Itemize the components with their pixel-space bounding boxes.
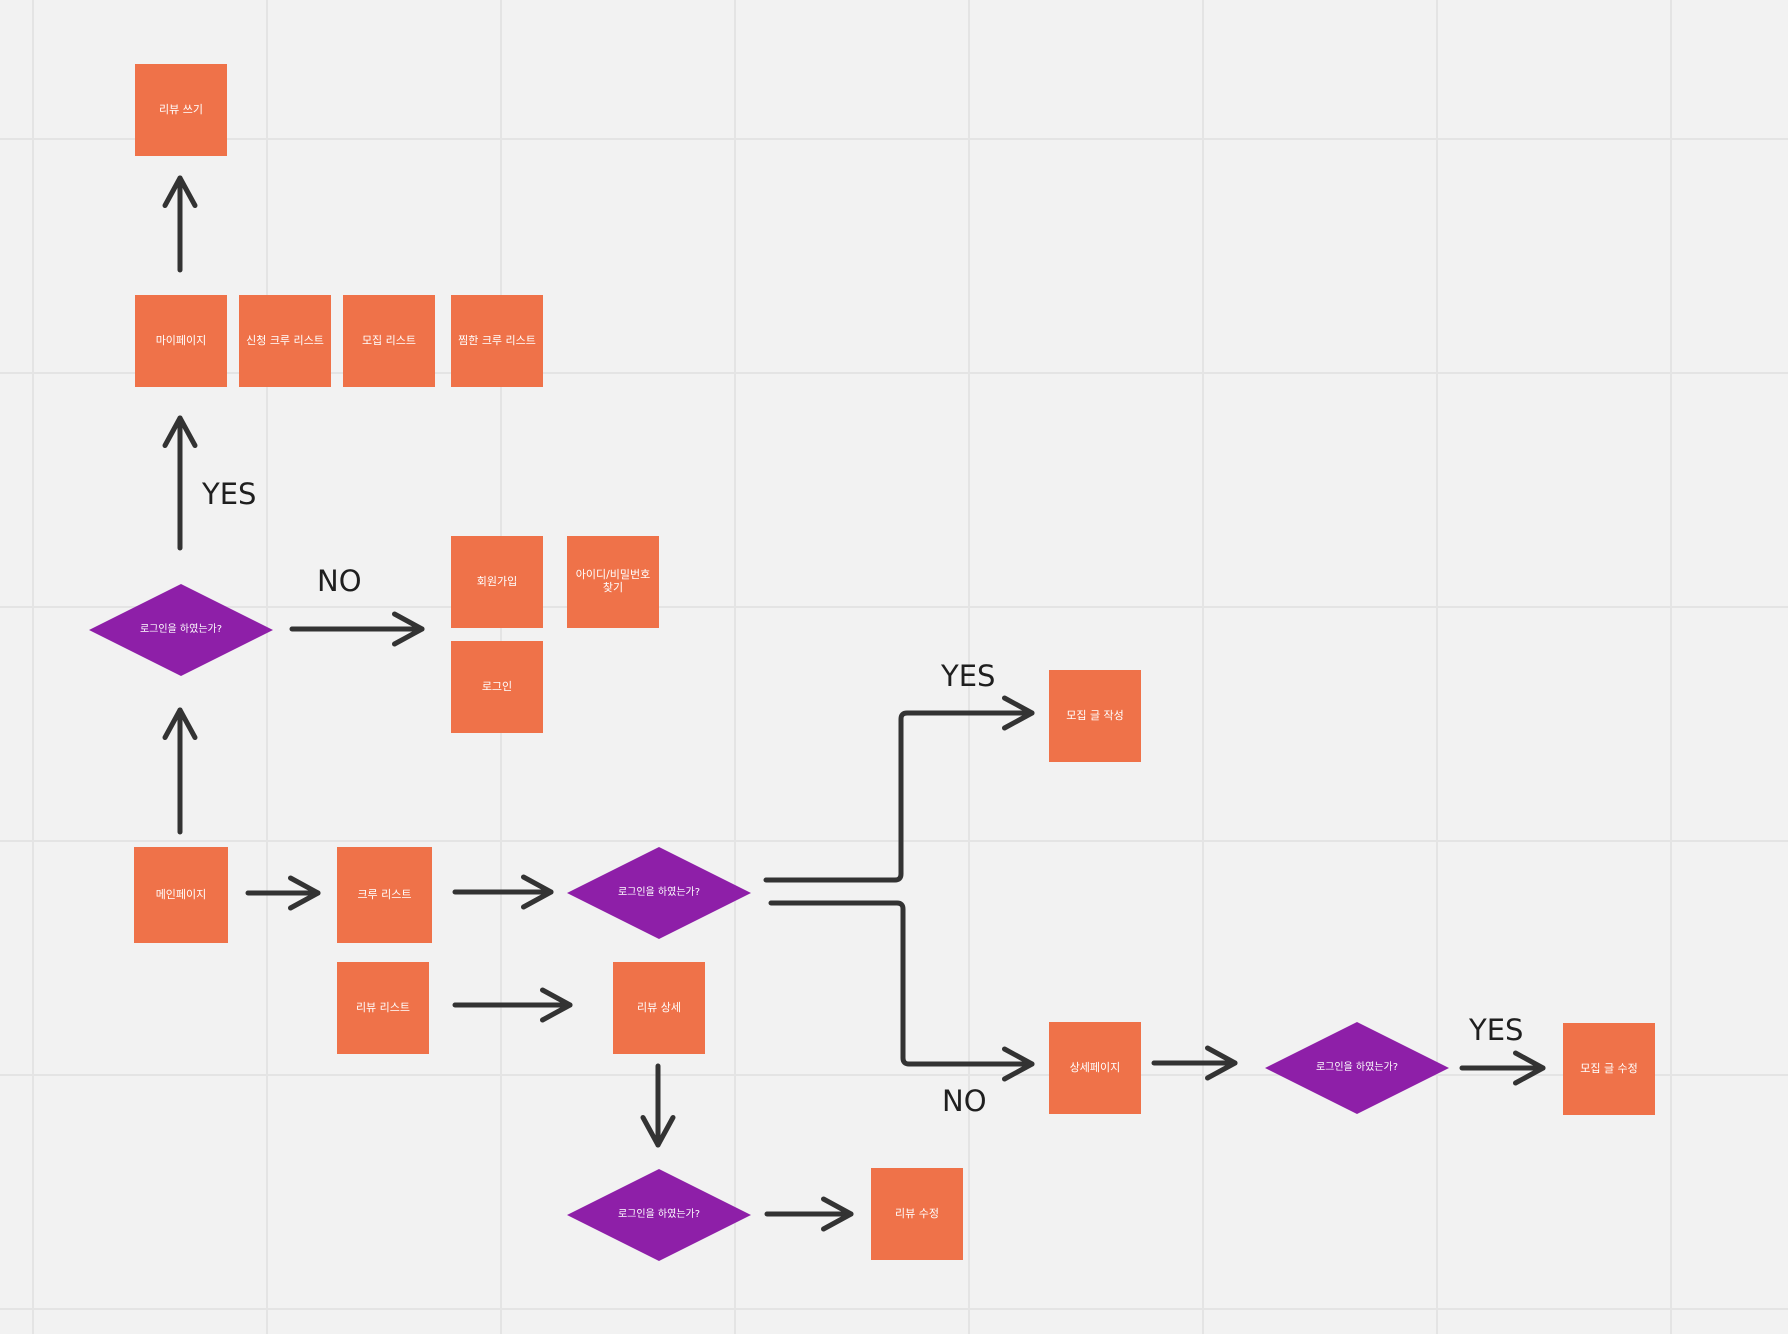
- login-box: 로그인: [451, 641, 543, 733]
- applied-crew-list-box: 신청 크루 리스트: [239, 295, 331, 387]
- edge-label-middle-no: NO: [942, 1084, 987, 1118]
- crew-list-box: 크루 리스트: [337, 847, 432, 943]
- main-page-box: 메인페이지: [134, 847, 228, 943]
- login-check-decision-bottom: 로그인을 하였는가?: [567, 1169, 751, 1261]
- review-list-box: 리뷰 리스트: [337, 962, 429, 1054]
- login-check-decision-top: 로그인을 하였는가?: [89, 584, 273, 676]
- liked-crew-list-box: 찜한 크루 리스트: [451, 295, 543, 387]
- edge-label-top-yes: YES: [202, 477, 257, 511]
- review-write-box: 리뷰 쓰기: [135, 64, 227, 156]
- login-check-decision-right: 로그인을 하였는가?: [1265, 1022, 1449, 1114]
- find-id-password-box: 아이디/비밀번호 찾기: [567, 536, 659, 628]
- arrow-middle-decision-no: [768, 900, 1035, 1082]
- review-edit-box: 리뷰 수정: [871, 1168, 963, 1260]
- edge-label-middle-yes: YES: [941, 659, 996, 693]
- signup-box: 회원가입: [451, 536, 543, 628]
- recruit-post-write-box: 모집 글 작성: [1049, 670, 1141, 762]
- detail-page-box: 상세페이지: [1049, 1022, 1141, 1114]
- login-check-decision-middle: 로그인을 하였는가?: [567, 847, 751, 939]
- recruit-post-edit-box: 모집 글 수정: [1563, 1023, 1655, 1115]
- arrow-middle-decision-yes: [763, 695, 1035, 883]
- mypage-box: 마이페이지: [135, 295, 227, 387]
- edge-label-right-yes: YES: [1469, 1013, 1524, 1047]
- review-detail-box: 리뷰 상세: [613, 962, 705, 1054]
- edge-label-top-no: NO: [317, 564, 362, 598]
- recruit-list-box: 모집 리스트: [343, 295, 435, 387]
